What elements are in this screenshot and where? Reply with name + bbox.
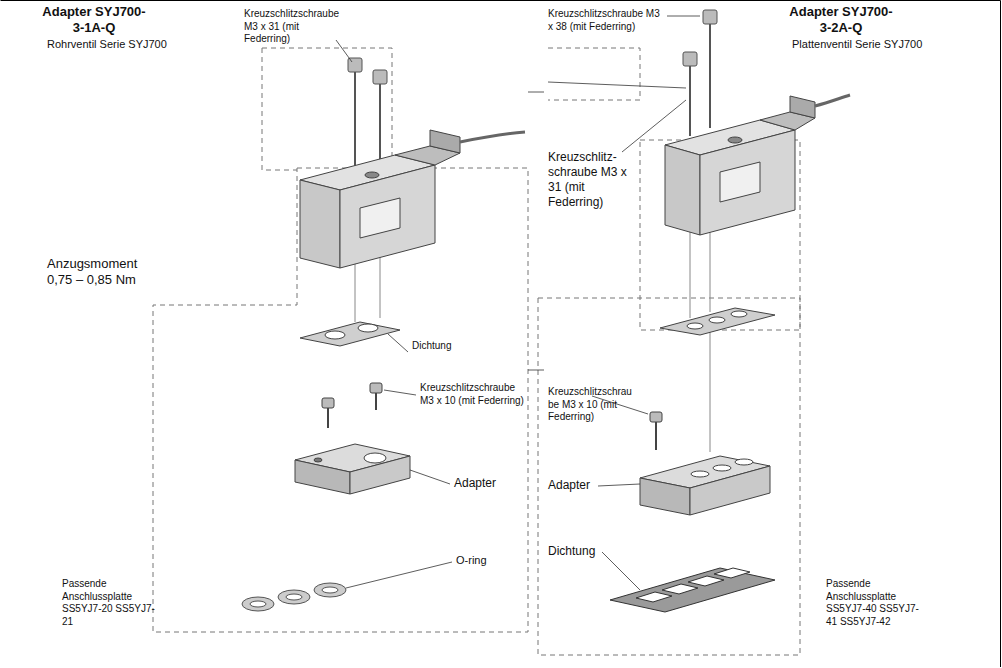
adapter-heading: Adapter SYJ700-3-2A-Q [785, 4, 897, 37]
part-label: Passende Anschlussplatte SS5YJ7-20 SS5YJ… [62, 578, 162, 628]
part-label: Adapter [454, 476, 524, 491]
part-label: Dichtung [548, 544, 618, 559]
part-label: Dichtung [412, 340, 492, 353]
part-label: Passende Anschlussplatte SS5YJ7-40 SS5YJ… [826, 578, 926, 628]
part-label: Rohrventil Serie SYJ700 [47, 38, 247, 52]
part-label: Kreuzschlitz- schraube M3 x 31 (mit Fede… [548, 150, 640, 210]
part-label: Kreuzschlitzschrau be M3 x 10 (mit Feder… [548, 386, 640, 424]
part-label: Kreuzschlitzschraube M3 x 38 (mit Federr… [548, 8, 666, 33]
part-label: Adapter [548, 478, 618, 493]
adapter-heading: Adapter SYJ700-3-1A-Q [38, 4, 150, 37]
part-label: O-ring [456, 554, 516, 568]
part-label: Anzugsmoment 0,75 – 0,85 Nm [47, 256, 159, 289]
part-label: Plattenventil Serie SYJ700 [792, 38, 992, 52]
part-label: Kreuzschlitzschraube M3 x 31 (mit Federr… [244, 8, 338, 46]
part-label: Kreuzschlitzschraube M3 x 10 (mit Federr… [420, 382, 524, 407]
